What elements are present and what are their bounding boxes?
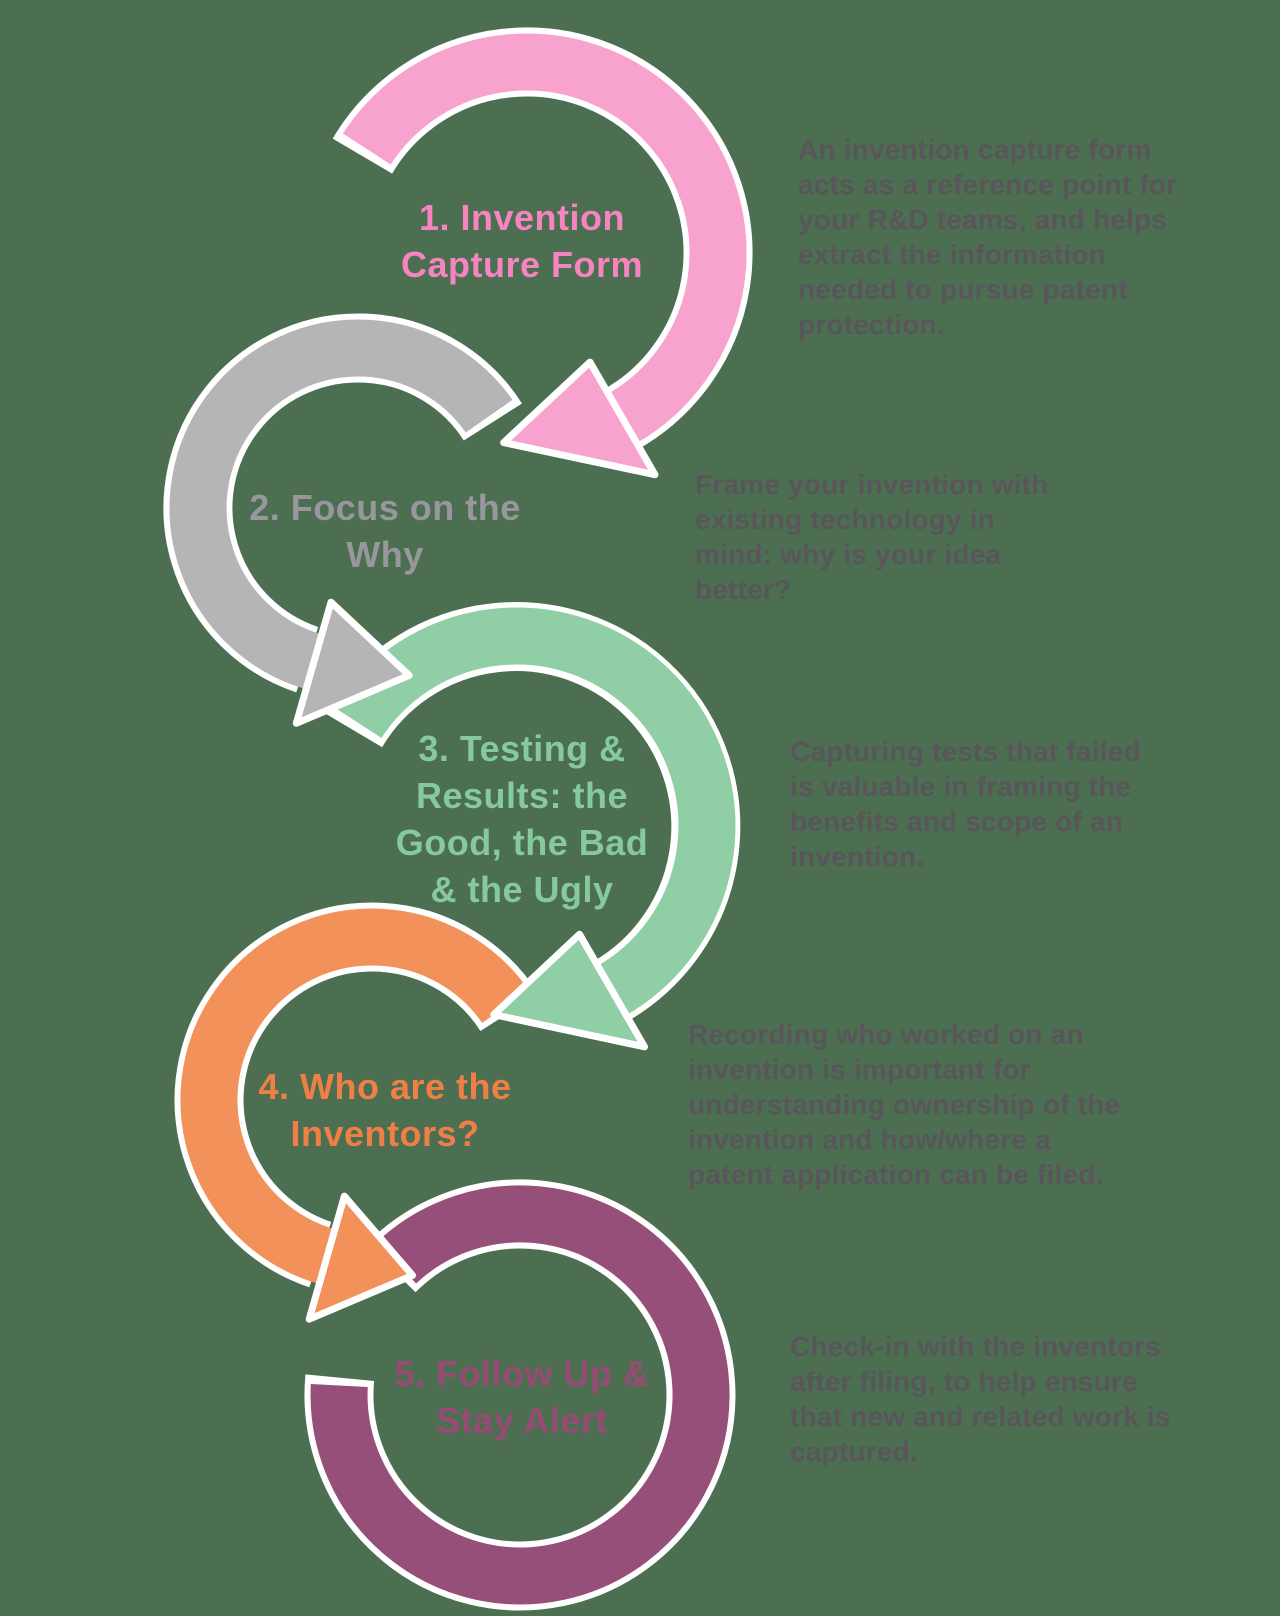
- step-2-arrow-ring: [163, 313, 522, 727]
- step-1-arrowhead: [500, 358, 659, 479]
- step-5-description-line: after filing, to help ensure: [790, 1366, 1138, 1397]
- step-3-description-line: Capturing tests that failed: [790, 736, 1141, 767]
- step-3-description-line: is valuable in framing the: [790, 771, 1132, 802]
- step-1-description-line: needed to pursue patent: [798, 274, 1128, 305]
- step-3-label: 3. Testing & Results: the Good, the Bad …: [330, 725, 714, 913]
- step-3-description-line: invention.: [790, 841, 925, 872]
- step-3-arrowhead: [490, 930, 648, 1051]
- step-1-description-line: protection.: [798, 309, 945, 340]
- step-5-label-line: 5. Follow Up &: [394, 1353, 650, 1394]
- step-1-label-line: Capture Form: [400, 244, 644, 285]
- step-1-description-line: extract the information: [798, 239, 1106, 270]
- step-1-label-line: 1. Invention: [418, 197, 626, 238]
- step-4-description-line: Recording who worked on an: [688, 1019, 1084, 1050]
- step-4-ring: [180, 908, 529, 1285]
- step-1-description-line: An invention capture form: [798, 134, 1152, 165]
- step-4-label-line: 4. Who are the: [258, 1066, 512, 1107]
- step-4-arrow-ring: [174, 902, 539, 1323]
- step-4-arrowhead: [305, 1192, 416, 1323]
- step-2-description-line: Frame your invention with: [695, 469, 1049, 500]
- step-1-arrow-ring: [332, 27, 753, 479]
- step-2-description-line: existing technology in: [695, 504, 995, 535]
- step-1-description-line: your R&D teams, and helps: [798, 204, 1168, 235]
- step-4-label-line: Inventors?: [290, 1113, 480, 1154]
- step-2-description-line: better?: [695, 574, 792, 605]
- step-2-label: 2. Focus on the Why: [193, 484, 577, 578]
- step-3-arrow-ring: [322, 602, 741, 1051]
- step-4-description-line: understanding ownership of the: [688, 1089, 1121, 1120]
- step-5-label: 5. Follow Up & Stay Alert: [330, 1350, 714, 1444]
- step-5-arrow-ring: [304, 1179, 736, 1611]
- step-3-label-line: 3. Testing &: [418, 728, 626, 769]
- step-1-description: An invention capture form acts as a refe…: [798, 132, 1177, 342]
- step-3-description-line: benefits and scope of an: [790, 806, 1124, 837]
- step-2-description-line: mind: why is your idea: [695, 539, 1002, 570]
- step-1-description-line: acts as a reference point for: [798, 169, 1178, 200]
- step-5-description-line: captured.: [790, 1436, 918, 1467]
- step-1-label: 1. Invention Capture Form: [330, 194, 714, 288]
- step-2-label-line: 2. Focus on the: [249, 487, 521, 528]
- step-5-ring: [310, 1185, 730, 1605]
- step-4-description: Recording who worked on an invention is …: [688, 1017, 1120, 1192]
- step-5-description: Check-in with the inventors after filing…: [790, 1329, 1171, 1469]
- step-4-description-line: patent application can be filed.: [688, 1159, 1104, 1190]
- step-3-ring: [333, 607, 736, 1016]
- step-3-description: Capturing tests that failed is valuable …: [790, 734, 1141, 874]
- step-2-arrowhead: [292, 598, 413, 727]
- step-4-label: 4. Who are the Inventors?: [193, 1063, 577, 1157]
- step-2-label-line: Why: [346, 534, 424, 575]
- step-4-description-line: invention and how/where a: [688, 1124, 1051, 1155]
- step-1-ring: [342, 33, 747, 444]
- step-5-description-line: Check-in with the inventors: [790, 1331, 1161, 1362]
- step-3-label-line: Good, the Bad: [395, 822, 649, 863]
- step-3-label-line: & the Ugly: [430, 869, 614, 910]
- step-3-label-line: Results: the: [415, 775, 629, 816]
- step-2-ring: [169, 319, 513, 690]
- step-5-description-line: that new and related work is: [790, 1401, 1171, 1432]
- step-5-label-line: Stay Alert: [436, 1400, 608, 1441]
- step-4-description-line: invention is important for: [688, 1054, 1031, 1085]
- step-2-description: Frame your invention with existing techn…: [695, 467, 1048, 607]
